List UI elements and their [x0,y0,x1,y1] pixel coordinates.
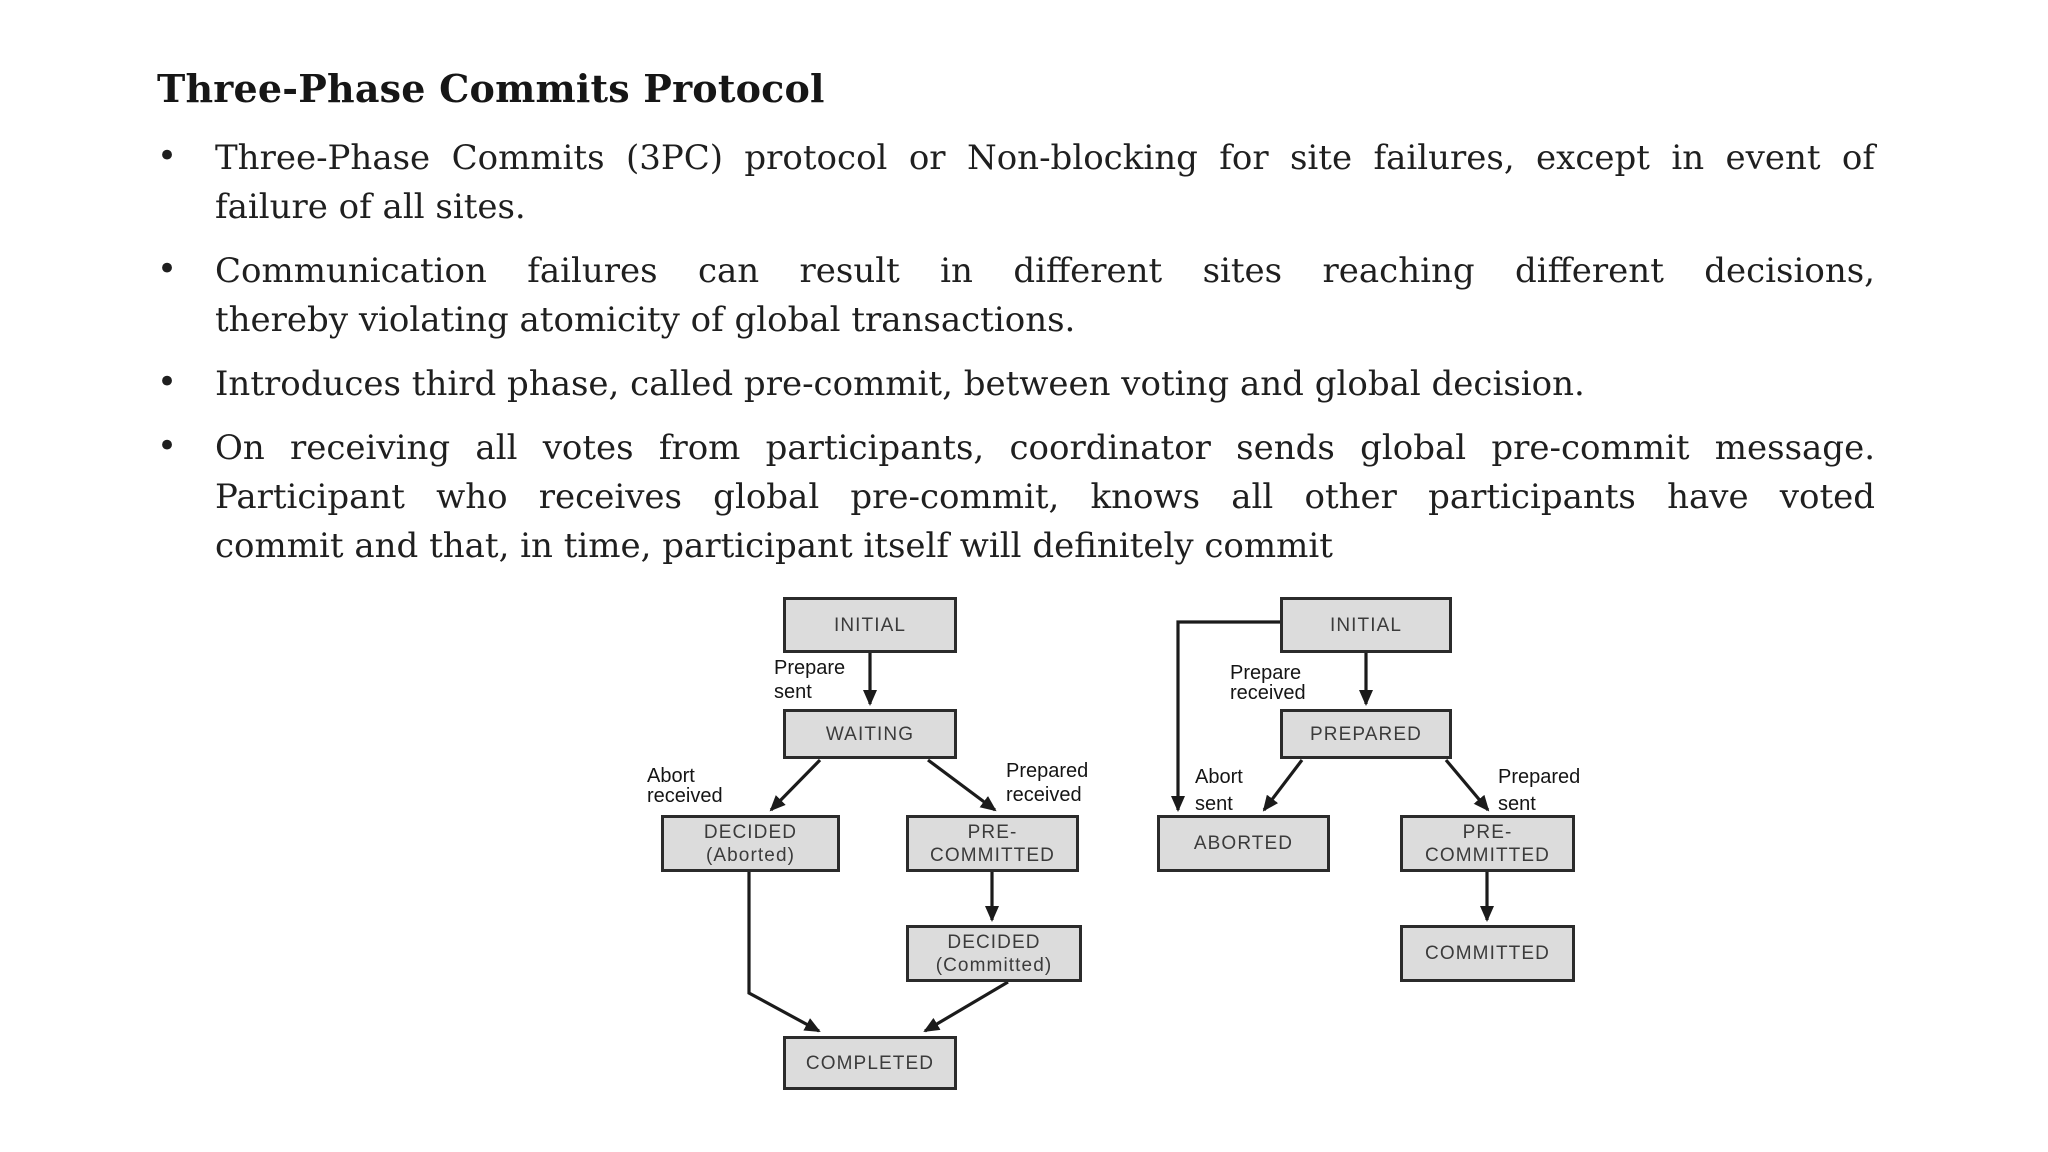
edge-label-prepare-sent: Prepare sent [774,657,846,703]
list-item: • Introduces third phase, called pre-com… [157,360,1875,409]
edge-label-prepared-sent: Prepared sent [1498,766,1581,815]
edge-label-abort-sent: Abort sent [1195,766,1243,815]
state-label: PRE- COMMITTED [930,821,1055,866]
bullet-text-line: thereby violating atomicity of global tr… [215,300,1076,340]
list-item: • Three-Phase Commits (3PC) protocol or … [157,134,1875,232]
list-item: • On receiving all votes from participan… [157,424,1875,571]
state-coordinator-initial: INITIAL [783,597,957,653]
bullet-text-line: commit and that, in time, participant it… [215,526,1333,566]
bullet-list: • Three-Phase Commits (3PC) protocol or … [157,134,1875,586]
arrow-decided-aborted-to-completed [747,872,821,1033]
bullet-text-line: Three-Phase Commits (3PC) protocol or No… [215,138,1875,178]
state-label: INITIAL [833,614,907,636]
bullet-marker: • [157,362,178,402]
state-diagrams: INITIAL WAITING DECIDED (Aborted) PRE- C… [580,580,1720,1120]
arrow-waiting-to-decided-aborted [769,758,822,812]
state-label: DECIDED (Committed) [935,931,1053,976]
bullet-text-line: Introduces third phase, called pre-commi… [215,364,1585,404]
page-title: Three-Phase Commits Protocol [157,66,825,111]
state-label: INITIAL [1329,614,1403,636]
state-participant-aborted: ABORTED [1157,815,1330,872]
bullet-marker: • [157,426,178,466]
bullet-marker: • [157,136,178,176]
arrow-prepared-to-pre-committed [1444,758,1490,812]
arrow-layer [747,620,1494,1033]
edge-label-abort-received: Abort received [647,765,723,807]
state-label: COMPLETED [805,1052,935,1074]
state-participant-initial: INITIAL [1280,597,1452,653]
bullet-text-line: Communication failures can result in dif… [215,251,1875,291]
arrow-prepared-to-aborted [1262,759,1304,812]
state-label: DECIDED (Aborted) [703,821,798,866]
arrow-waiting-to-pre-committed [927,758,997,812]
state-participant-pre-committed: PRE- COMMITTED [1400,815,1575,872]
arrow-decided-committed-to-completed [923,980,1009,1033]
bullet-text-line: failure of all sites. [215,187,526,227]
bullet-text-line: On receiving all votes from participants… [215,428,1875,468]
state-coordinator-decided-aborted: DECIDED (Aborted) [661,815,840,872]
state-participant-committed: COMMITTED [1400,925,1575,982]
state-coordinator-pre-committed: PRE- COMMITTED [906,815,1079,872]
state-label: WAITING [825,723,915,745]
state-coordinator-decided-committed: DECIDED (Committed) [906,925,1082,982]
state-coordinator-waiting: WAITING [783,709,957,759]
state-label: PRE- COMMITTED [1425,821,1550,866]
state-label: PREPARED [1310,723,1422,745]
state-label: ABORTED [1193,833,1294,854]
state-coordinator-completed: COMPLETED [783,1036,957,1090]
state-label: COMMITTED [1425,943,1550,964]
edge-label-prepare-received: Prepare received [1230,662,1306,704]
edge-label-prepared-received: Prepared received [1006,760,1089,806]
arrow-initial-to-aborted [1171,620,1280,812]
list-item: • Communication failures can result in d… [157,247,1875,345]
bullet-marker: • [157,249,178,289]
bullet-text-line: Participant who receives global pre-comm… [215,477,1875,517]
state-participant-prepared: PREPARED [1280,709,1452,759]
